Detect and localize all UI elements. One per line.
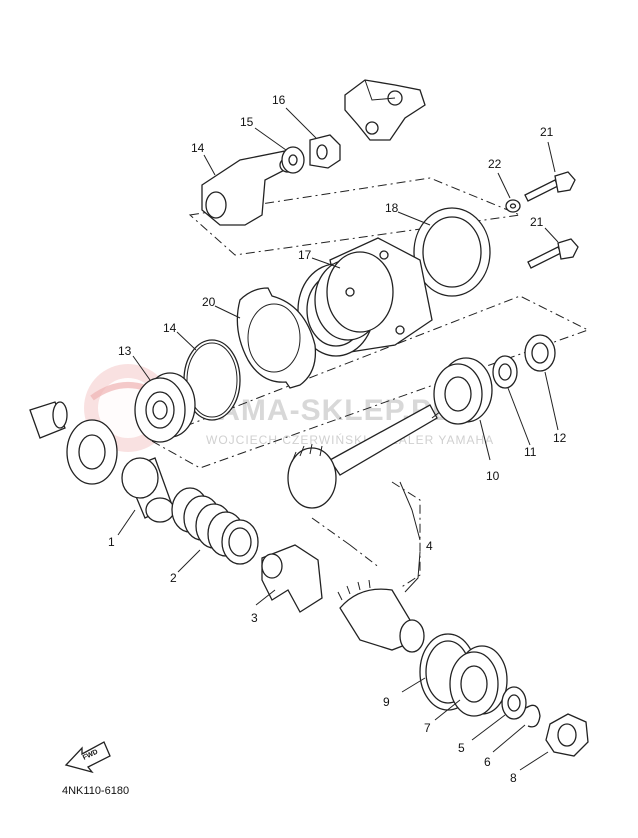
gear-outline-left	[311, 517, 381, 569]
callout-6: 6	[484, 755, 491, 769]
part-1-collar	[121, 457, 175, 523]
callout-16: 16	[272, 93, 286, 107]
part-21-bolt-lower	[527, 238, 579, 269]
callout-14-yoke: 14	[191, 141, 205, 155]
part-12-nut	[524, 334, 556, 372]
part-4-shaft-gear	[287, 404, 451, 653]
callout-17: 17	[298, 248, 312, 262]
callout-3: 3	[251, 611, 258, 625]
callout-12: 12	[553, 431, 567, 445]
callout-21-lower: 21	[530, 215, 544, 229]
drawing-code: 4NK110-6180	[62, 785, 129, 797]
watermark-sub-text: WOJCIECH CZERWIŃSKI | DEALER YAMAHA	[206, 432, 494, 447]
callout-2: 2	[170, 571, 177, 585]
leader-lines	[117, 107, 559, 771]
callout-22: 22	[488, 157, 502, 171]
callout-13: 13	[118, 344, 132, 358]
part-7-bearing	[449, 645, 508, 717]
callout-4: 4	[426, 539, 433, 553]
part-17-housing	[297, 237, 433, 357]
oil-seal	[66, 419, 118, 485]
callout-8: 8	[510, 771, 517, 785]
part-13-bearing	[134, 372, 196, 443]
part-21-bolt-upper	[524, 171, 576, 202]
callout-1: 1	[108, 535, 115, 549]
callout-9: 9	[383, 695, 390, 709]
part-5-washer	[501, 686, 527, 720]
part-8-nut	[545, 713, 589, 757]
callout-10: 10	[486, 469, 500, 483]
callout-15: 15	[240, 115, 254, 129]
callout-14: 14	[163, 321, 177, 335]
fwd-arrow: FWD	[64, 741, 111, 774]
callout-18: 18	[385, 201, 399, 215]
callout-11: 11	[524, 445, 537, 459]
upper-assembly-outline	[188, 177, 522, 256]
part-15-washer	[281, 146, 305, 174]
part-6-clip	[525, 704, 541, 728]
callout-21-upper: 21	[540, 125, 554, 139]
part-10-bearing	[433, 357, 493, 425]
universal-joint	[344, 79, 426, 141]
callouts: 1 2 3 4 5 6 7 8 9 10 11 12 13 14 20 14 1…	[108, 93, 567, 785]
part-3-cam	[261, 544, 323, 613]
part-20-plate	[236, 287, 317, 389]
part-2-spring	[171, 487, 259, 565]
part-18-ring	[413, 207, 491, 297]
callout-5: 5	[458, 741, 465, 755]
gear-outline-right	[391, 481, 421, 589]
callout-20: 20	[202, 295, 216, 309]
shaft-stub	[29, 401, 68, 439]
part-11-washer	[492, 355, 518, 389]
part-22-washer	[505, 199, 521, 213]
callout-7: 7	[424, 721, 431, 735]
part-16-nut	[309, 134, 341, 169]
assembly-outlines	[148, 177, 590, 589]
